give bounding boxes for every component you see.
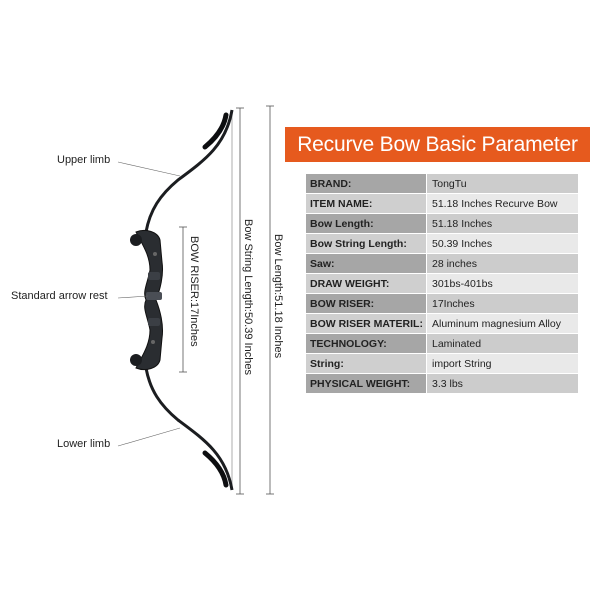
spec-key: Bow Length: [306,214,426,234]
spec-value: 3.3 lbs [426,374,578,394]
spec-key: ITEM NAME: [306,194,426,214]
spec-key: Saw: [306,254,426,274]
spec-row: String:import String [306,354,578,374]
spec-key: TECHNOLOGY: [306,334,426,354]
riser-dimension [179,226,187,373]
spec-row: Bow Length:51.18 Inches [306,214,578,234]
spec-value: 301bs-401bs [426,274,578,294]
lower-limb-label: Lower limb [57,438,111,450]
spec-row: Bow String Length:50.39 Inches [306,234,578,254]
upper-limb [144,109,234,233]
spec-value: 51.18 Inches Recurve Bow [426,194,578,214]
spec-key: String: [306,354,426,374]
spec-key: PHYSICAL WEIGHT: [306,374,426,394]
spec-value: Laminated [426,334,578,354]
spec-row: PHYSICAL WEIGHT:3.3 lbs [306,374,578,394]
bow-illustration: Upper limb Standard arrow rest Lower lim… [0,0,300,600]
spec-value: TongTu [426,174,578,194]
spec-row: TECHNOLOGY:Laminated [306,334,578,354]
spec-key: BRAND: [306,174,426,194]
spec-key: Bow String Length: [306,234,426,254]
spec-row: ITEM NAME:51.18 Inches Recurve Bow [306,194,578,214]
spec-row: DRAW WEIGHT:301bs-401bs [306,274,578,294]
spec-row: BOW RISER:17Inches [306,294,578,314]
lower-limb [144,367,234,491]
spec-key: BOW RISER: [306,294,426,314]
bow-riser-label: BOW RISER:17Inches [188,236,200,347]
parameter-banner: Recurve Bow Basic Parameter [285,127,590,162]
spec-value: import String [426,354,578,374]
spec-value: 51.18 Inches [426,214,578,234]
string-length-dimension [236,107,244,495]
bow-length-label: Bow Length:51.18 Inches [272,234,284,359]
lower-limb-pointer [117,427,181,447]
spec-key: BOW RISER MATERIL: [306,314,426,334]
bow-length-dimension [266,105,274,495]
spec-row: BRAND:TongTu [306,174,578,194]
string-length-label: Bow String Length:50.39 Inches [242,219,254,375]
arrow-rest-pointer [117,295,149,299]
arrow-rest-label: Standard arrow rest [11,290,108,302]
spec-key: DRAW WEIGHT: [306,274,426,294]
bow-riser [130,229,163,371]
spec-row: BOW RISER MATERIL:Aluminum magnesium All… [306,314,578,334]
recurve-bow-graphic [117,105,274,495]
upper-limb-pointer [117,161,181,177]
spec-value: 28 inches [426,254,578,274]
spec-row: Saw:28 inches [306,254,578,274]
spec-value: 50.39 Inches [426,234,578,254]
spec-value: 17Inches [426,294,578,314]
upper-limb-label: Upper limb [57,154,111,166]
spec-value: Aluminum magnesium Alloy [426,314,578,334]
